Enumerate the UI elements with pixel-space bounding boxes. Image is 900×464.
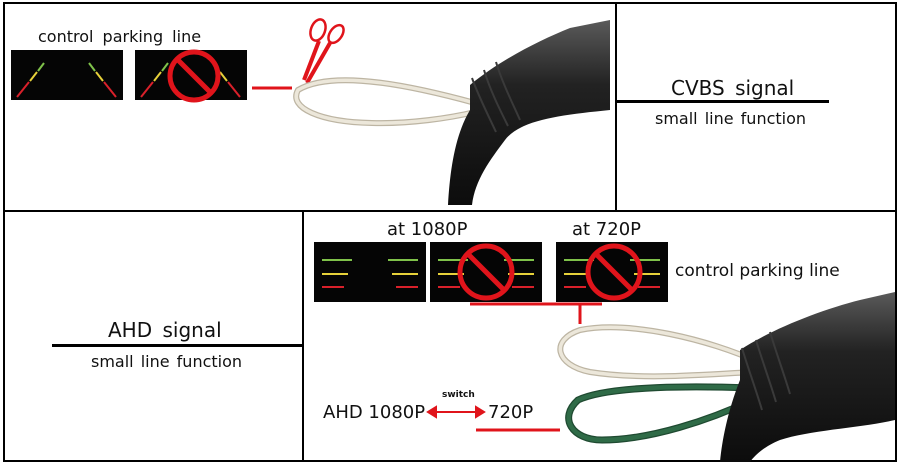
connector-bracket-ahd [470, 302, 602, 324]
switch-arrow-icon [426, 405, 486, 419]
cvbs-title: CVBS signal [671, 76, 795, 100]
white-wire-loop [294, 78, 476, 125]
ahd-mode-right: 720P [488, 402, 534, 423]
ahd-720p-label: at 720P [572, 219, 642, 240]
ahd-parking-label: control parking line [675, 261, 840, 281]
cvbs-parking-label: control parking line [38, 27, 202, 46]
ahd-title: AHD signal [108, 318, 222, 342]
scissors-icon [302, 18, 345, 84]
ahd-subtitle: small line function [91, 352, 243, 371]
ahd-1080p-label: at 1080P [387, 219, 468, 240]
white-wire-loop [558, 325, 759, 379]
prohibited-icon [167, 49, 221, 103]
cable-body-cvbs [448, 20, 610, 205]
ahd-switch-label: switch [442, 390, 475, 400]
parking-line-thumb-ahd-1 [314, 242, 426, 302]
cell-ahd-illustration [302, 210, 897, 462]
parking-line-thumb-cvbs-1 [11, 50, 123, 100]
ahd-divider [52, 344, 303, 347]
cable-body-ahd [720, 292, 895, 462]
prohibited-icon [585, 243, 643, 301]
cvbs-subtitle: small line function [655, 109, 807, 128]
ahd-mode-left: AHD 1080P [323, 402, 426, 423]
green-wire-loop [566, 384, 753, 443]
cvbs-divider [617, 100, 829, 103]
prohibited-icon [457, 243, 515, 301]
